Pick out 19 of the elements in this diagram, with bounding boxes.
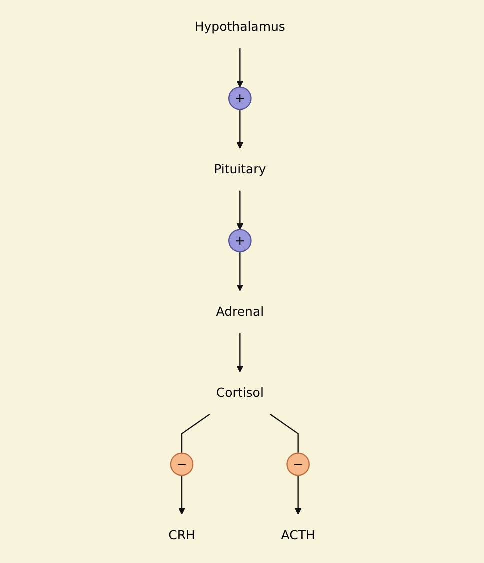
arrow bbox=[178, 476, 186, 515]
node-text: Pituitary bbox=[214, 162, 266, 177]
arrow bbox=[236, 110, 244, 149]
node-text: Hypothalamus bbox=[194, 20, 286, 34]
node-circle: + bbox=[228, 229, 252, 253]
node-circle: − bbox=[170, 452, 194, 476]
node-text: ACTH bbox=[281, 528, 316, 543]
node-circle: + bbox=[228, 86, 252, 110]
arrow bbox=[236, 190, 244, 230]
arrow bbox=[236, 333, 244, 373]
arrow bbox=[294, 476, 302, 515]
node-text: Adrenal bbox=[216, 304, 264, 320]
node-circle: − bbox=[286, 452, 310, 476]
connector bbox=[270, 414, 299, 454]
arrow bbox=[236, 48, 244, 88]
node-text: CRH bbox=[168, 528, 196, 543]
connector bbox=[181, 414, 210, 454]
node-text: Cortisol bbox=[216, 385, 264, 400]
arrow bbox=[236, 252, 244, 292]
